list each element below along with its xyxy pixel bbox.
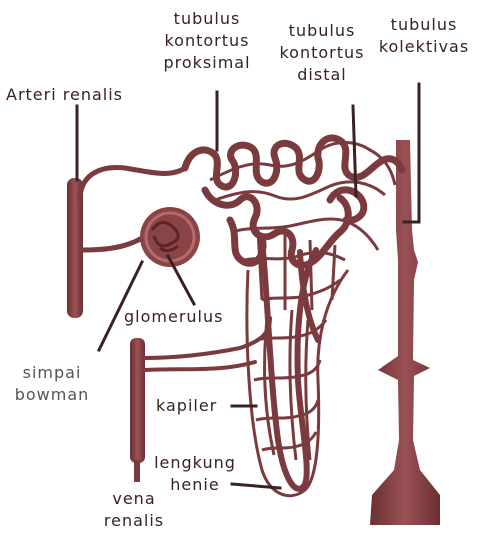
label-kapiler: kapiler bbox=[156, 395, 217, 417]
label-proksimal-line-3: proksimal bbox=[152, 52, 262, 74]
label-distal-line-1: tubulus bbox=[268, 20, 376, 42]
label-vena-renalis: vena renalis bbox=[92, 488, 176, 532]
label-distal-line-2: kontortus bbox=[268, 42, 376, 64]
label-simpai-bowman: simpai bowman bbox=[2, 362, 102, 406]
label-vena-line-2: renalis bbox=[92, 510, 176, 532]
label-tubulus-kontortus-distal: tubulus kontortus distal bbox=[268, 20, 376, 86]
label-henie-line-1: lengkung bbox=[150, 452, 240, 474]
label-vena-line-1: vena bbox=[92, 488, 176, 510]
label-distal-line-3: distal bbox=[268, 64, 376, 86]
label-kolektivas-line-1: tubulus bbox=[372, 14, 476, 36]
label-proksimal-line-1: tubulus bbox=[152, 8, 262, 30]
label-arteri-renalis: Arteri renalis bbox=[6, 84, 123, 106]
label-tubulus-kolektivas: tubulus kolektivas bbox=[372, 14, 476, 58]
label-kolektivas-line-2: kolektivas bbox=[372, 36, 476, 58]
label-tubulus-kontortus-proksimal: tubulus kontortus proksimal bbox=[152, 8, 262, 74]
collecting-tubule bbox=[370, 140, 440, 525]
label-glomerulus: glomerulus bbox=[124, 306, 223, 328]
convoluted-tubules bbox=[185, 138, 402, 265]
renal-vein-stem bbox=[134, 460, 140, 482]
label-simpai-line-1: simpai bbox=[2, 362, 102, 384]
label-simpai-line-2: bowman bbox=[2, 384, 102, 406]
label-proksimal-line-2: kontortus bbox=[152, 30, 262, 52]
